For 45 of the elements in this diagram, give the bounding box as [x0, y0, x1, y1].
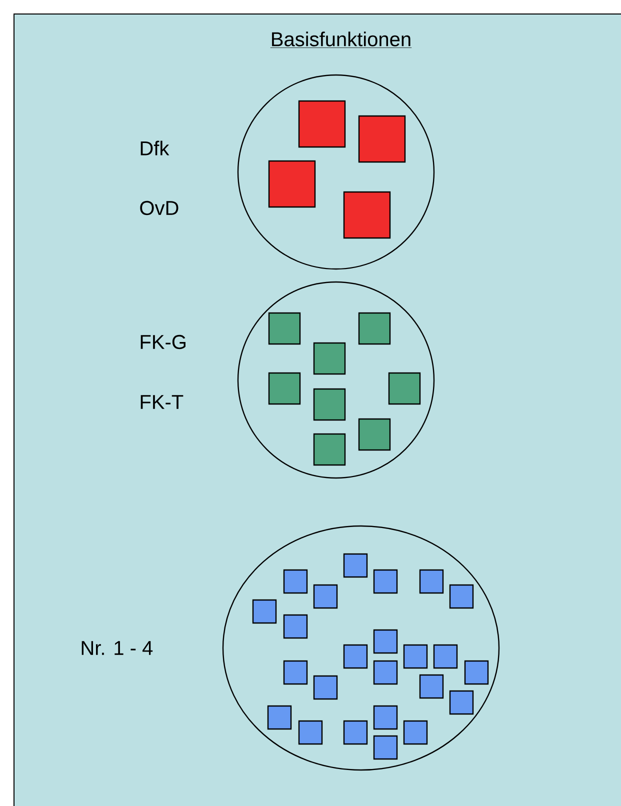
circle: [237, 281, 435, 479]
square: [313, 433, 346, 466]
square: [298, 100, 346, 148]
square: [449, 690, 474, 715]
square: [388, 372, 421, 405]
square: [449, 584, 474, 609]
square: [343, 720, 368, 745]
square: [419, 674, 444, 699]
square: [283, 614, 308, 639]
square: [403, 720, 428, 745]
side-label: Nr. 1 - 4: [82, 641, 153, 655]
square: [252, 599, 277, 624]
square: [267, 705, 292, 730]
side-label: FK-T: [140, 395, 184, 409]
circle: [222, 525, 500, 771]
square: [283, 660, 308, 685]
square: [313, 584, 338, 609]
square: [268, 312, 301, 345]
square: [313, 675, 338, 700]
square: [403, 644, 428, 669]
square: [343, 553, 368, 578]
square: [373, 629, 398, 654]
square: [419, 569, 444, 594]
square: [358, 312, 391, 345]
side-label: FK-G: [140, 334, 186, 350]
square: [343, 644, 368, 669]
square: [373, 660, 398, 685]
side-label: Dfk: [140, 140, 170, 156]
side-label: OvD: [140, 200, 178, 216]
square: [313, 388, 346, 421]
square: [373, 569, 398, 594]
square: [343, 191, 391, 239]
square: [464, 660, 489, 685]
circle: [237, 74, 435, 270]
square: [298, 720, 323, 745]
square: [358, 418, 391, 451]
square: [268, 372, 301, 405]
square: [313, 342, 346, 375]
square: [373, 735, 398, 760]
title: Basisfunktionen: [270, 32, 412, 48]
square: [433, 644, 458, 669]
square: [373, 705, 398, 730]
square: [268, 160, 316, 208]
square: [283, 569, 308, 594]
square: [358, 115, 406, 163]
